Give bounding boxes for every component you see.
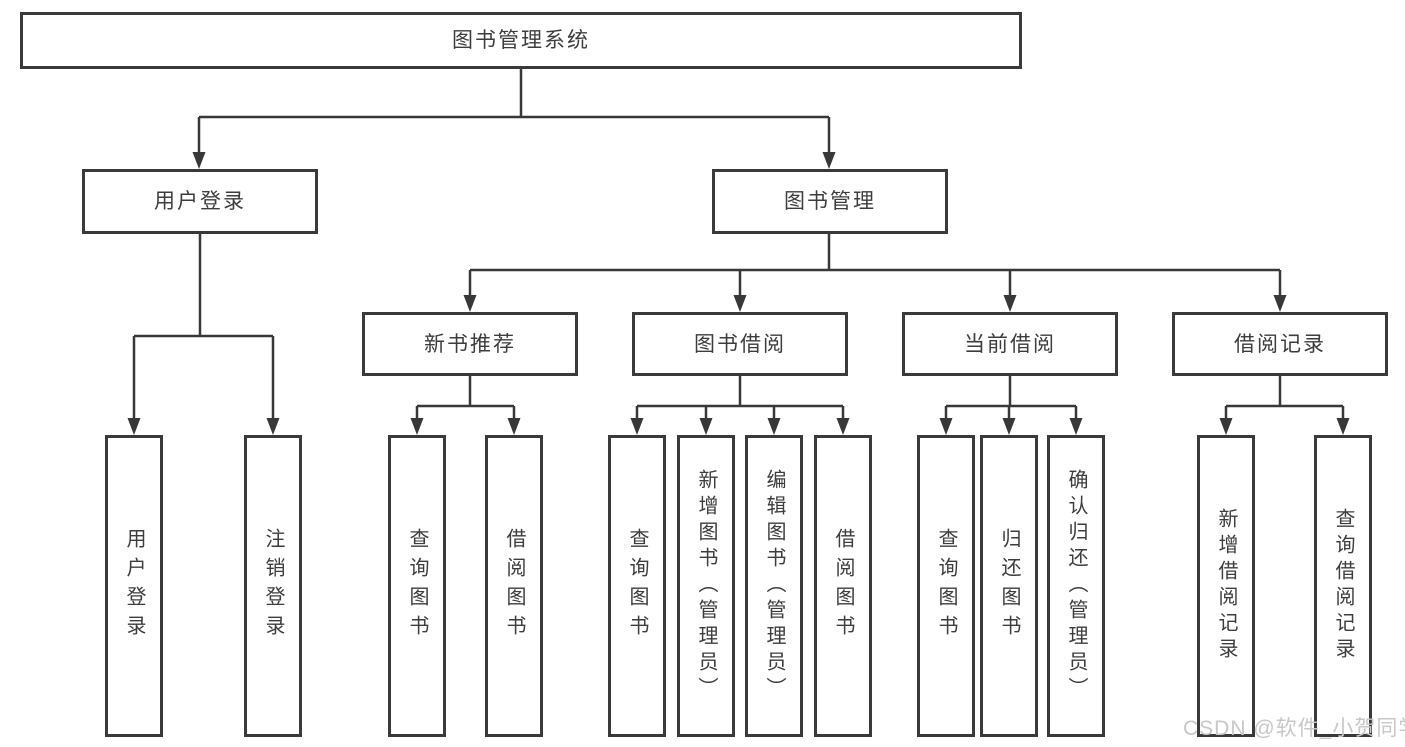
leaf-newbooks-borrow-books: 借阅图书	[485, 435, 543, 737]
connector-current-borrow-children	[939, 376, 1083, 435]
leaf-borrowing-query-books: 查询图书	[608, 435, 666, 737]
leaf-current-query-books: 查询图书	[917, 435, 975, 737]
connector-user-login-children	[127, 234, 280, 435]
leaf-records-query-borrow-record: 查询借阅记录	[1314, 435, 1372, 737]
node-user-login: 用户登录	[82, 169, 318, 234]
connector-book-borrow-children	[630, 376, 850, 435]
connector-borrow-records-children	[1219, 376, 1350, 435]
leaf-user-login: 用户登录	[105, 435, 163, 737]
leaf-newbooks-query-books: 查询图书	[388, 435, 446, 737]
connector-root-to-level2	[192, 69, 836, 169]
node-current-borrowing: 当前借阅	[902, 312, 1118, 376]
node-new-book-recommend: 新书推荐	[362, 312, 578, 376]
node-library-system: 图书管理系统	[20, 12, 1022, 69]
leaf-records-add-borrow-record: 新增借阅记录	[1197, 435, 1255, 737]
node-book-borrowing: 图书借阅	[632, 312, 848, 376]
leaf-current-confirm-return-admin: 确认归还（管理员）	[1047, 435, 1105, 737]
leaf-borrowing-add-books-admin: 新增图书（管理员）	[677, 435, 735, 737]
connector-book-mgmt-children	[463, 234, 1287, 312]
node-book-management: 图书管理	[712, 169, 948, 234]
csdn-watermark: CSDN @软件_小贺同学	[1183, 717, 1405, 740]
leaf-logout: 注销登录	[244, 435, 302, 737]
node-borrowing-records: 借阅记录	[1172, 312, 1388, 376]
connector-new-books-children	[410, 376, 521, 435]
leaf-borrowing-borrow-books: 借阅图书	[814, 435, 872, 737]
leaf-current-return-books: 归还图书	[980, 435, 1038, 737]
leaf-borrowing-edit-books-admin: 编辑图书（管理员）	[745, 435, 803, 737]
